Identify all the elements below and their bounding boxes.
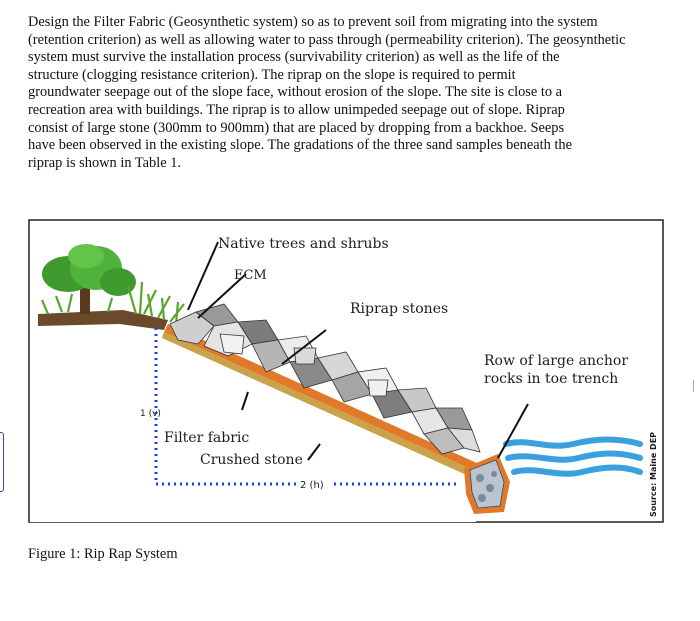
- label-anchor-line1: Row of large anchor: [484, 353, 628, 369]
- paragraph-line: recreation area with buildings. The ripr…: [28, 101, 565, 118]
- leader-lines: [187, 241, 529, 461]
- shrub-icon: [40, 281, 185, 325]
- riprap-stones: [169, 303, 481, 455]
- toe-trench: [464, 454, 510, 514]
- label-filter-fabric: Filter fabric: [164, 430, 249, 446]
- filter-fabric-layer: [164, 324, 488, 476]
- soil-area: [30, 318, 476, 522]
- figure-caption: Figure 1: Rip Rap System: [28, 546, 178, 562]
- label-riprap-stones: Riprap stones: [350, 301, 448, 317]
- tree-icon: [42, 244, 136, 314]
- paragraph-line: system must survive the installation pro…: [28, 49, 560, 66]
- crushed-stone-layer: [162, 332, 486, 482]
- label-ecm: ECM: [234, 268, 267, 283]
- label-source: Source: Maine DEP: [649, 432, 658, 517]
- paragraph-line: consist of large stone (300mm to 900mm) …: [28, 119, 565, 136]
- riprap-diagram: Native trees and shrubs ECM Riprap stone…: [28, 219, 664, 523]
- label-vertical-ratio: 1 (v): [140, 409, 161, 419]
- water: [503, 436, 643, 477]
- problem-paragraph: Design the Filter Fabric (Geosynthetic s…: [28, 14, 668, 172]
- paragraph-line: (retention criterion) as well as allowin…: [28, 31, 626, 48]
- label-anchor-line2: rocks in toe trench: [484, 371, 618, 387]
- paragraph-line: riprap is shown in Table 1.: [28, 154, 182, 171]
- page-edge-tick: [693, 380, 694, 392]
- paragraph-line: groundwater seepage out of the slope fac…: [28, 84, 563, 101]
- topsoil: [38, 310, 168, 330]
- label-crushed-stone: Crushed stone: [200, 452, 303, 468]
- paragraph-line: have been observed in the existing slope…: [28, 137, 573, 154]
- paragraph-line: Design the Filter Fabric (Geosynthetic s…: [28, 14, 598, 30]
- label-native-trees: Native trees and shrubs: [218, 236, 389, 252]
- paragraph-line: structure (clogging resistance criterion…: [28, 66, 516, 83]
- page-edge-marker: [0, 432, 4, 492]
- label-horizontal-ratio: 2 (h): [300, 480, 324, 491]
